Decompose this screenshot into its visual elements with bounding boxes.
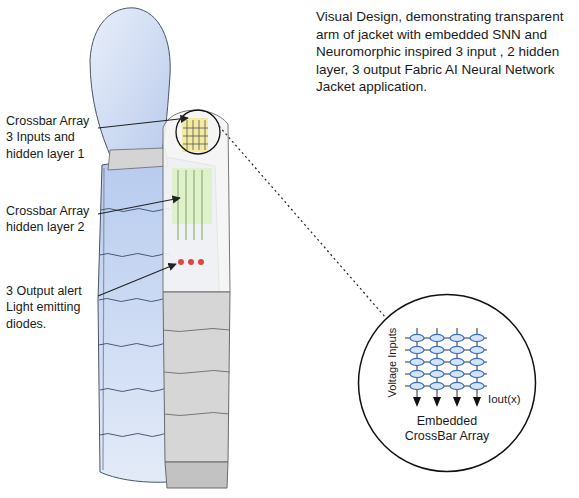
lower-sleeve (163, 292, 230, 488)
memristor-cell (470, 334, 484, 341)
jacket-hood (90, 8, 170, 170)
memristor-cell (470, 382, 484, 389)
memristor-cell (410, 358, 424, 365)
memristor-cell (410, 346, 424, 353)
part-label: Crossbar Array hidden layer 2 (6, 203, 98, 236)
memristor-cell (470, 358, 484, 365)
memristor-cell (430, 358, 444, 365)
memristor-cell (450, 346, 464, 353)
memristor-cell (430, 370, 444, 377)
current-arrow (413, 397, 421, 407)
memristor-cell (450, 334, 464, 341)
zoom-line (219, 126, 386, 318)
memristor-cell (450, 370, 464, 377)
memristor-cell (430, 346, 444, 353)
memristor-cell (410, 334, 424, 341)
current-arrow (453, 397, 461, 407)
zoom-circle (357, 293, 537, 473)
memristor-cell (430, 382, 444, 389)
memristor-cell (470, 370, 484, 377)
callout-outline (357, 293, 537, 473)
memristor-cell (470, 346, 484, 353)
memristor-cell (430, 334, 444, 341)
zoom-callout: Voltage InputsIout(x) Embedded CrossBar A… (357, 293, 537, 473)
caption-label: Embedded CrossBar Array (393, 414, 501, 444)
part-label: Crossbar Array 3 Inputs and hidden layer… (6, 113, 98, 162)
memristor-cell (450, 382, 464, 389)
memristor-cell (410, 382, 424, 389)
current-arrow (473, 397, 481, 407)
output-leds (178, 259, 204, 265)
leader-arrows (98, 118, 188, 296)
output-label: Iout(x) (488, 393, 521, 407)
current-arrow (433, 397, 441, 407)
part-label: 3 Output alert Light emitting diodes. (6, 283, 98, 332)
memristor-cell (450, 358, 464, 365)
memristor-cell (410, 370, 424, 377)
crossbar-array (405, 328, 487, 407)
description-text: Visual Design, demonstrating transparent… (316, 8, 574, 96)
callout-circle (359, 295, 536, 472)
axis-label: Voltage Inputs (386, 328, 399, 398)
zoom-marker (176, 110, 220, 154)
